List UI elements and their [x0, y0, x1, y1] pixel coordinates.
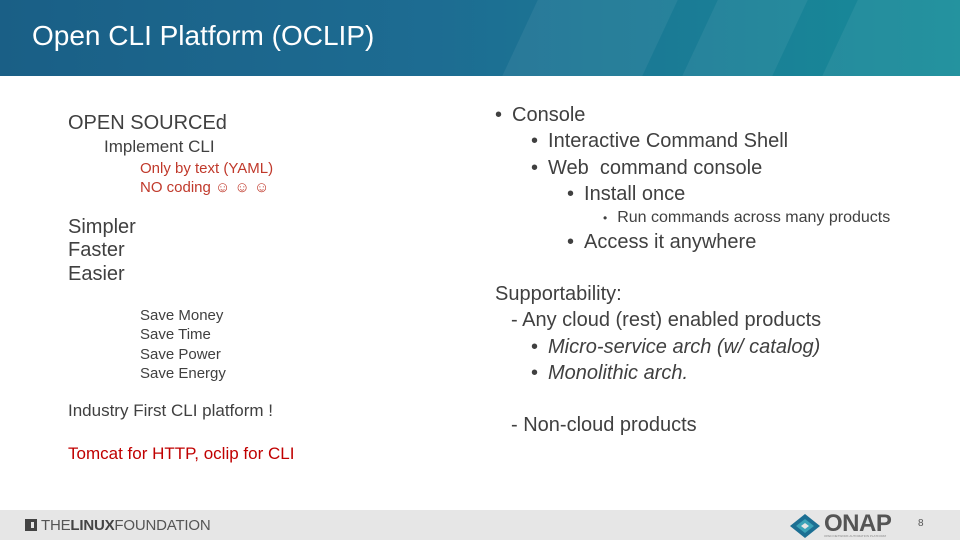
interactive-shell-bullet: • Interactive Command Shell — [531, 130, 788, 153]
faster-text: Faster — [68, 239, 125, 261]
linux-foundation-wordmark: THELINUXFOUNDATION — [41, 517, 211, 534]
bullet-icon: • — [531, 362, 539, 384]
monolithic-label: Monolithic arch. — [548, 362, 689, 384]
industry-first-text: Industry First CLI platform ! — [68, 401, 273, 420]
micro-service-label: Micro-service arch (w/ catalog) — [548, 336, 821, 358]
access-anywhere-bullet: • Access it anywhere — [567, 231, 756, 254]
save-power-text: Save Power — [140, 346, 221, 363]
linux-foundation-logo-icon — [25, 519, 37, 531]
supportability-heading: Supportability: — [495, 283, 622, 305]
any-cloud-text: - Any cloud (rest) enabled products — [511, 309, 822, 331]
run-commands-label: Run commands across many products — [617, 209, 891, 226]
install-once-bullet: • Install once — [567, 183, 685, 206]
only-by-text: Only by text (YAML) — [140, 160, 274, 177]
monolithic-bullet: • Monolithic arch. — [531, 362, 688, 385]
onap-tagline: OPEN NETWORK AUTOMATION PLATFORM — [824, 534, 887, 538]
install-once-label: Install once — [584, 183, 686, 205]
bullet-icon: • — [531, 336, 539, 358]
console-bullet: • Console — [495, 104, 585, 127]
console-label: Console — [512, 104, 586, 126]
onap-wordmark: ONAP — [824, 510, 892, 537]
easier-text: Easier — [68, 263, 125, 285]
simpler-text: Simpler — [68, 216, 136, 238]
bullet-icon: • — [603, 211, 608, 225]
implement-cli-text: Implement CLI — [104, 137, 215, 156]
web-console-label: Web command console — [548, 157, 763, 179]
open-sourced-heading: OPEN SOURCEd — [68, 112, 227, 134]
slide-title: Open CLI Platform (OCLIP) — [32, 20, 375, 51]
header-bar — [0, 0, 960, 76]
web-console-bullet: • Web command console — [531, 157, 762, 180]
bullet-icon: • — [531, 130, 539, 152]
save-energy-text: Save Energy — [140, 365, 226, 382]
save-time-text: Save Time — [140, 326, 211, 343]
bullet-icon: • — [531, 157, 539, 179]
run-commands-bullet: • Run commands across many products — [603, 209, 890, 227]
onap-logo-icon — [790, 514, 820, 538]
interactive-shell-label: Interactive Command Shell — [548, 130, 789, 152]
bullet-icon: • — [495, 104, 503, 126]
non-cloud-text: - Non-cloud products — [511, 414, 697, 436]
access-anywhere-label: Access it anywhere — [584, 231, 757, 253]
page-number: 8 — [918, 518, 924, 529]
bullet-icon: • — [567, 183, 575, 205]
no-coding-text: NO coding ☺ ☺ ☺ — [140, 179, 270, 196]
micro-service-bullet: • Micro-service arch (w/ catalog) — [531, 336, 820, 359]
tomcat-tagline: Tomcat for HTTP, oclip for CLI — [68, 444, 295, 463]
bullet-icon: • — [567, 231, 575, 253]
save-money-text: Save Money — [140, 307, 224, 324]
